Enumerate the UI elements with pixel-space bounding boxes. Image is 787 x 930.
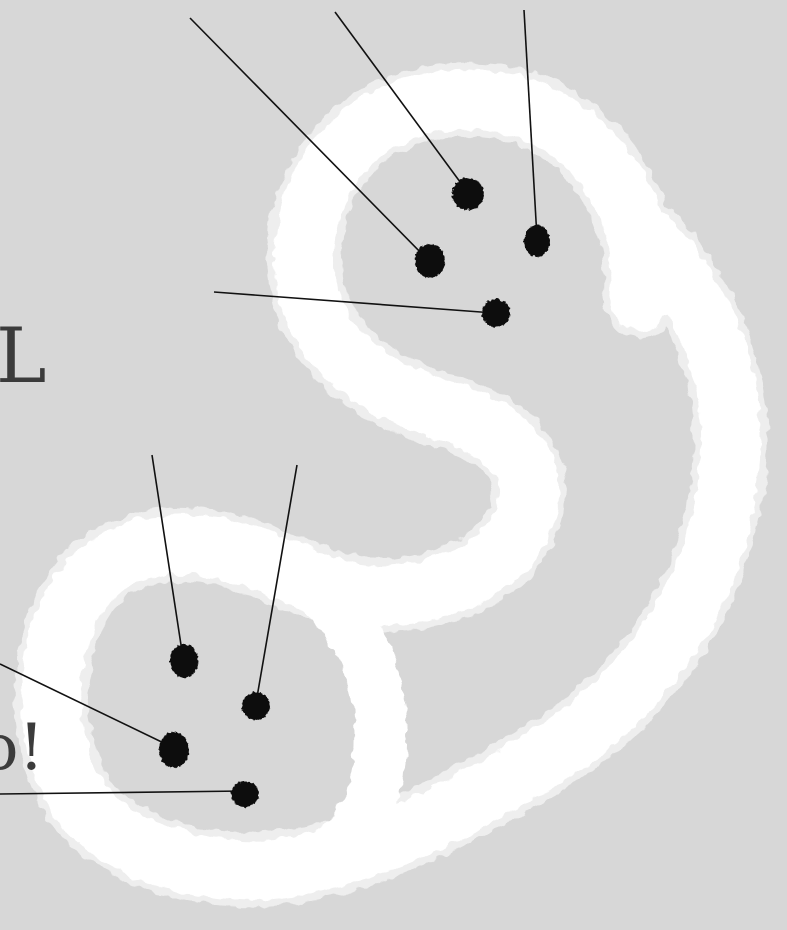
dot <box>242 692 270 720</box>
dot <box>452 178 484 210</box>
edge-label-text: o! <box>0 716 44 780</box>
dot <box>415 244 445 278</box>
dot <box>159 732 189 768</box>
edge-label-letter: L <box>0 318 46 394</box>
dot <box>524 225 550 257</box>
dot <box>231 781 259 807</box>
dot <box>170 644 198 678</box>
dot <box>482 299 510 327</box>
